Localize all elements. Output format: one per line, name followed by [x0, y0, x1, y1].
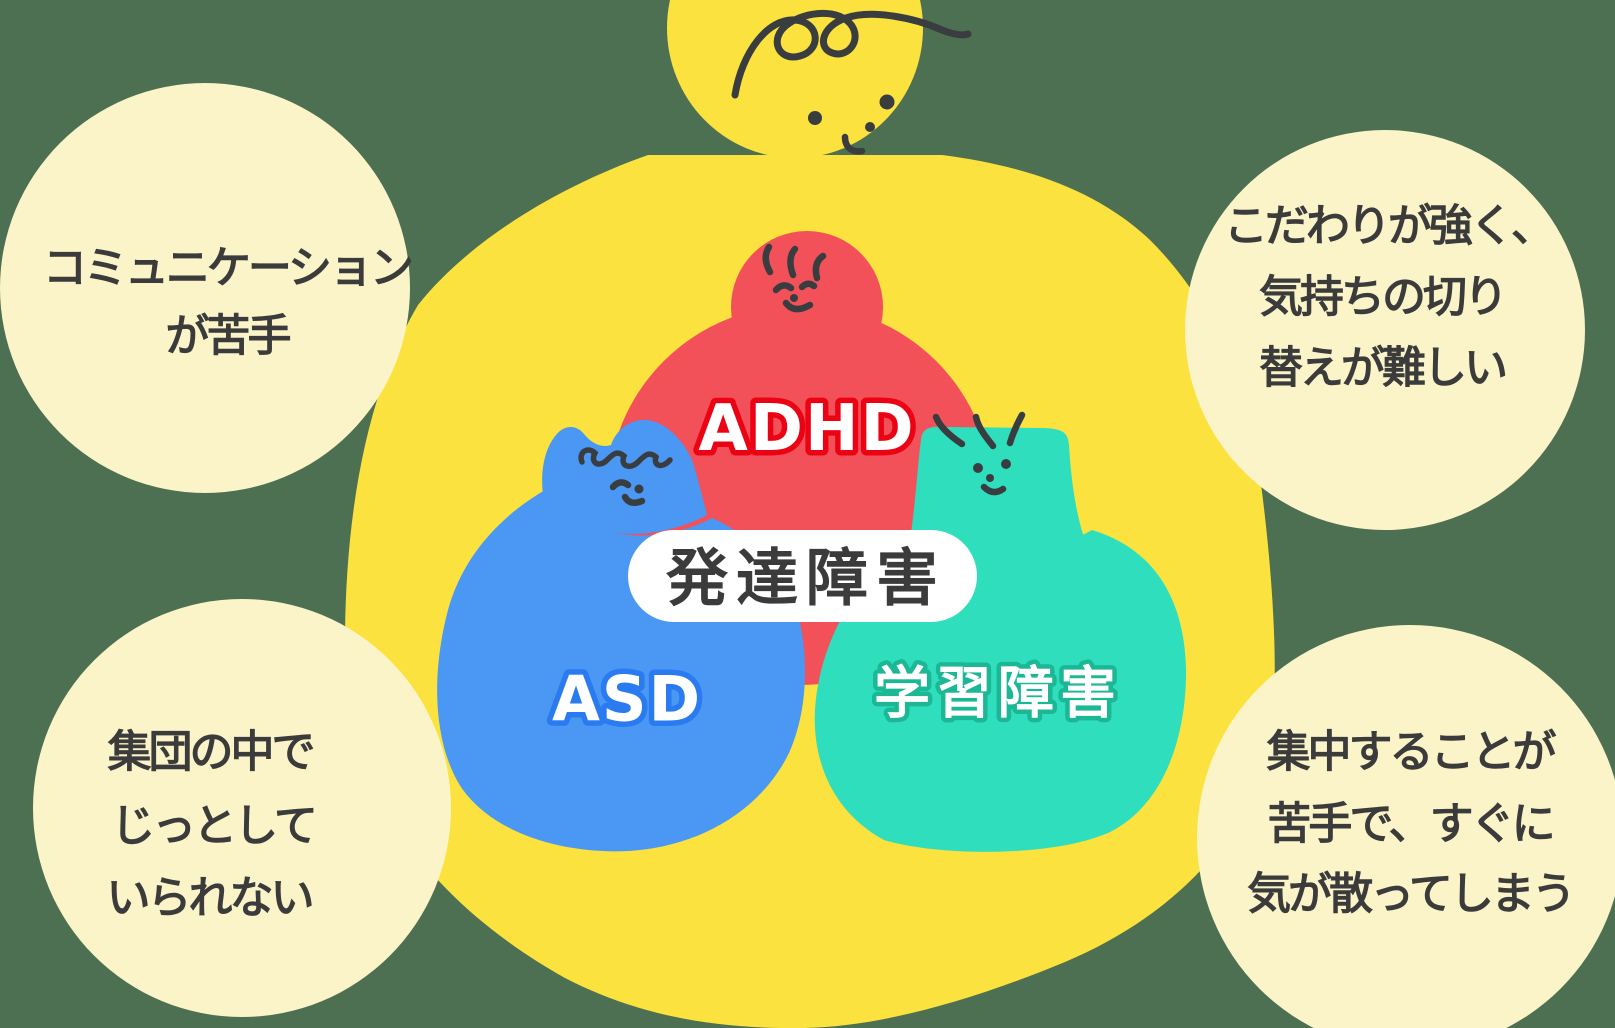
bubble-top-right-line-2: 気持ちの切り [1259, 272, 1505, 323]
ld-character-face-icon [932, 411, 1026, 496]
bubble-top-left: コミュニケーション が苦手 [0, 83, 415, 493]
center-pill-background [628, 530, 977, 622]
bubble-top-right: こだわりが強く、 気持ちの切り 替えが難しい [1185, 130, 1585, 530]
bubble-top-right-line-1: こだわりが強く、 [1224, 201, 1552, 252]
bubble-bottom-right-circle [1197, 625, 1615, 1028]
asd-character-head [542, 419, 707, 534]
bubble-bottom-right-line-1: 集中することが [1266, 727, 1557, 778]
bubble-bottom-left-circle [33, 599, 451, 1017]
bubble-bottom-left-line-1: 集団の中で [107, 727, 314, 778]
bubble-bottom-right: 集中することが 苦手で、すぐに 気が散ってしまう [1197, 625, 1615, 1028]
bubble-top-left-line-2: が苦手 [166, 311, 291, 362]
bubble-bottom-right-line-3: 気が散ってしまう [1247, 869, 1573, 920]
asd-character-face-icon [578, 447, 673, 507]
yellow-figure-hair-scribble-icon [731, 9, 972, 99]
asd-label: ASD [552, 663, 702, 736]
ld-label: 学習障害 [874, 662, 1122, 727]
center-pill: 発達障害 [628, 530, 977, 622]
bubble-top-left-circle [0, 83, 410, 493]
bubble-bottom-left-line-2: じっとして [111, 801, 315, 852]
bubble-top-left-line-1: コミュニケーション [43, 243, 412, 294]
adhd-label: ADHD [698, 392, 915, 466]
bubble-bottom-left: 集団の中で じっとして いられない [33, 599, 451, 1017]
yellow-figure-face-icon [808, 94, 895, 155]
bubble-top-right-circle [1185, 130, 1585, 530]
adhd-character-face-icon [762, 243, 827, 313]
bubble-bottom-left-line-3: いられない [107, 873, 313, 924]
bubble-bottom-right-line-2: 苦手で、すぐに [1267, 799, 1552, 850]
yellow-figure-head [667, 0, 923, 158]
center-pill-label: 発達障害 [666, 542, 946, 615]
bubble-top-right-line-3: 替えが難しい [1259, 343, 1506, 394]
